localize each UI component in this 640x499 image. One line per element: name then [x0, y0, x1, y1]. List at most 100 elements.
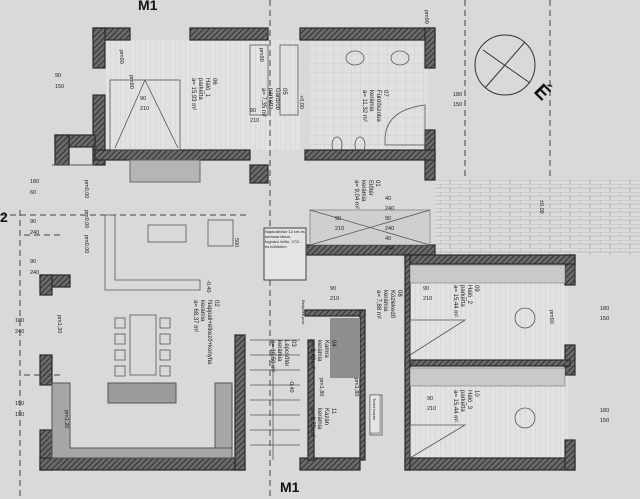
dimension-label: 210	[140, 106, 149, 112]
room-label-09: a= 15,44 m²	[452, 285, 458, 317]
room-label-10: 10	[473, 390, 479, 397]
dimension-label: 90	[335, 216, 341, 222]
room-label-07: Fürdőszoba	[375, 90, 381, 122]
level-label: pm0,00	[83, 210, 89, 228]
dimension-label: 180	[600, 306, 609, 312]
level-label: pm0,00	[83, 235, 89, 253]
dimension-label: 210	[423, 296, 432, 302]
dimension-label: 240	[385, 206, 394, 212]
dimension-label: 90	[30, 219, 36, 225]
room-label-02: 02	[213, 300, 219, 307]
dimension-label: 90	[55, 73, 61, 79]
room-label-06: 06	[211, 78, 217, 85]
level-label: ±0,00	[538, 200, 544, 214]
room-label-10: a= 15,44 m²	[452, 390, 458, 422]
room-label-03: a= 10,50 m²	[269, 340, 275, 372]
room-label-03: 03	[290, 340, 296, 347]
bathtub	[384, 104, 426, 146]
dimension-label: 150	[600, 316, 609, 322]
room-label-07: kerámia	[368, 90, 374, 112]
room-label-06: Háló_1	[204, 78, 210, 98]
room-label-04: kerámia	[316, 340, 322, 362]
room-label-04: Kamra	[323, 340, 329, 358]
room-label-02: a= 68,37 m²	[192, 300, 198, 332]
dimension-label: 90	[427, 396, 433, 402]
room-label-09: Háló_2	[466, 285, 472, 305]
level-label: pm90	[128, 75, 134, 89]
dimension-label: 180	[15, 318, 24, 324]
dimension-label: 60	[30, 190, 36, 196]
dimension-label: 210	[330, 296, 339, 302]
axis-lines	[0, 0, 551, 499]
fixtures	[51, 44, 566, 460]
elevation-marks: -0,40-0,40+0,00	[205, 95, 304, 393]
dimension-label: 90	[30, 259, 36, 265]
turbo-kazan-label: Turbó kazán	[372, 398, 377, 420]
room-label-05: parketta	[267, 88, 273, 110]
dimension-labels: 90 150 180 60 90 240 90 240 180 240 150 150 90 210 90 2…	[15, 73, 609, 424]
wardrobe	[249, 44, 269, 116]
dimension-label: 150	[55, 84, 64, 90]
dimension-label: 90	[330, 286, 336, 292]
dimension-label: 150	[453, 102, 462, 108]
toilet	[331, 136, 343, 154]
room-label-02: kerámia	[199, 300, 205, 322]
wardrobe	[279, 44, 299, 116]
level-label: pm90	[548, 310, 554, 324]
level-label: pm1,20	[63, 410, 69, 428]
pantry-shelf	[330, 318, 360, 378]
section-markers: M1 M1 2	[0, 0, 300, 495]
dimension-label: 210	[250, 118, 259, 124]
sink	[345, 50, 365, 66]
armchair	[207, 219, 234, 247]
note-text: Napkollektor 12 cm-es kerámia lábon, fog…	[265, 229, 305, 249]
sink	[390, 50, 410, 66]
stair-height-label: 500	[233, 238, 239, 247]
dimension-label: 240	[15, 329, 24, 335]
room-label-11: kerámia	[316, 408, 322, 430]
turbo-label: Turbó kazán Beépített polc 500	[233, 238, 381, 434]
dimension-label: 240	[385, 246, 394, 252]
dimension-label: 150	[15, 412, 24, 418]
level-label: pm90	[423, 10, 429, 24]
section-mark-top: M1	[138, 0, 158, 13]
room-label-02: Nappali+étkező+konyha	[206, 300, 212, 365]
level-label: pm90	[258, 48, 264, 62]
room-label-06: parketta	[197, 78, 203, 100]
shelf-label: Beépített polc	[301, 300, 306, 324]
stairs	[250, 339, 300, 460]
room-label-10: Háló_3	[466, 390, 472, 410]
level-label: pm1,80	[353, 378, 359, 396]
dimension-label: 180	[453, 92, 462, 98]
section-mark-left: 2	[0, 209, 8, 225]
level-labels: pm90pm90pm90pm0,00pm0,00pm0,00pm1,20pm1,…	[56, 10, 554, 428]
room-label-08: a= 7,88 m²	[375, 290, 381, 319]
dimension-label: 240	[385, 226, 394, 232]
dimension-label: 180	[30, 179, 39, 185]
dimension-label: 150	[15, 401, 24, 407]
round-table	[514, 407, 536, 429]
room-label-01: Előtér	[367, 180, 373, 196]
dimension-label: 40	[385, 196, 391, 202]
dimension-label: 90	[423, 286, 429, 292]
dimension-label: 40	[385, 236, 391, 242]
sofa	[104, 214, 201, 291]
round-table	[514, 307, 536, 329]
room-label-01: kerámia	[360, 180, 366, 202]
room-label-04: a= 3,48 m²	[309, 340, 315, 369]
terrace-paving	[435, 180, 640, 255]
floor-halo-1	[105, 40, 250, 150]
elevation-mark: +0,00	[298, 95, 304, 109]
elevation-mark: -0,40	[205, 280, 211, 293]
dimension-label: 180	[600, 408, 609, 414]
room-label-11: a= 3,75 m²	[309, 408, 315, 437]
room-label-07: 07	[382, 90, 388, 97]
room-label-01: 01	[374, 180, 380, 187]
walls	[39, 27, 576, 471]
dining-table	[129, 314, 157, 376]
room-label-08: 08	[396, 290, 402, 297]
room-label-05: a= 7,35 m²	[260, 88, 266, 117]
bed-halo-3	[409, 424, 467, 459]
room-label-05: Gardrób	[274, 88, 280, 111]
